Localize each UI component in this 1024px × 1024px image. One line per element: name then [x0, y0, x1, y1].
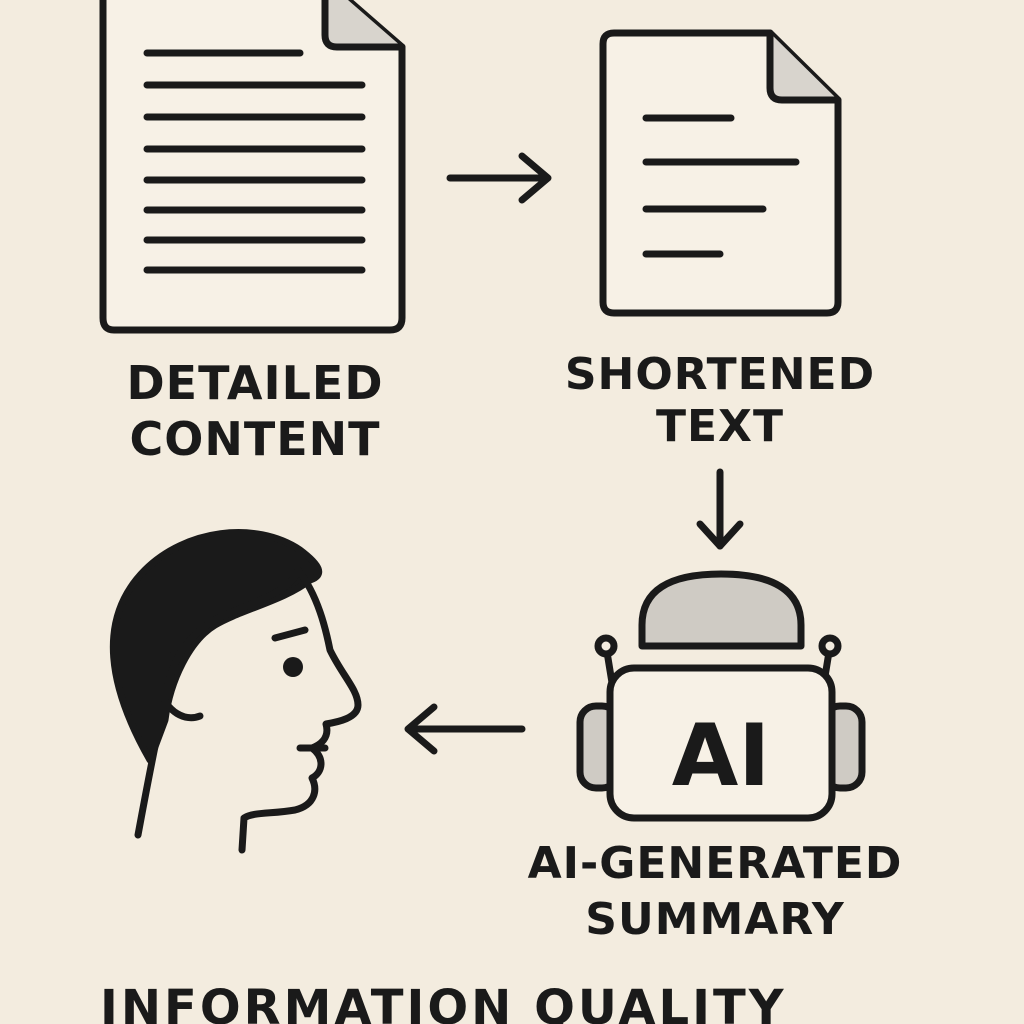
- human-head-icon: [109, 529, 362, 854]
- footer-title: INFORMATION QUALITY: [100, 980, 787, 1024]
- robot-ai-icon: AI: [576, 570, 866, 822]
- shortened-text-line1: SHORTENED: [564, 349, 876, 400]
- ai-summary-line2: SUMMARY: [585, 894, 845, 945]
- detailed-document-icon: [99, 0, 406, 334]
- arrow-right-icon: [446, 152, 552, 204]
- detailed-content-line1: DETAILED: [126, 356, 384, 410]
- shortened-text-label: SHORTENED TEXT: [545, 353, 895, 449]
- arrow-left-icon: [404, 703, 526, 755]
- shortened-text-line2: TEXT: [655, 401, 784, 452]
- shortened-document-icon: [599, 29, 842, 317]
- detailed-content-line2: CONTENT: [129, 412, 381, 466]
- ai-summary-label: AI-GENERATED SUMMARY: [510, 842, 920, 942]
- detailed-content-label: DETAILED CONTENT: [95, 360, 415, 462]
- arrow-down-icon: [696, 468, 744, 550]
- ai-badge-text: AI: [672, 706, 771, 806]
- ai-summary-line1: AI-GENERATED: [527, 838, 903, 889]
